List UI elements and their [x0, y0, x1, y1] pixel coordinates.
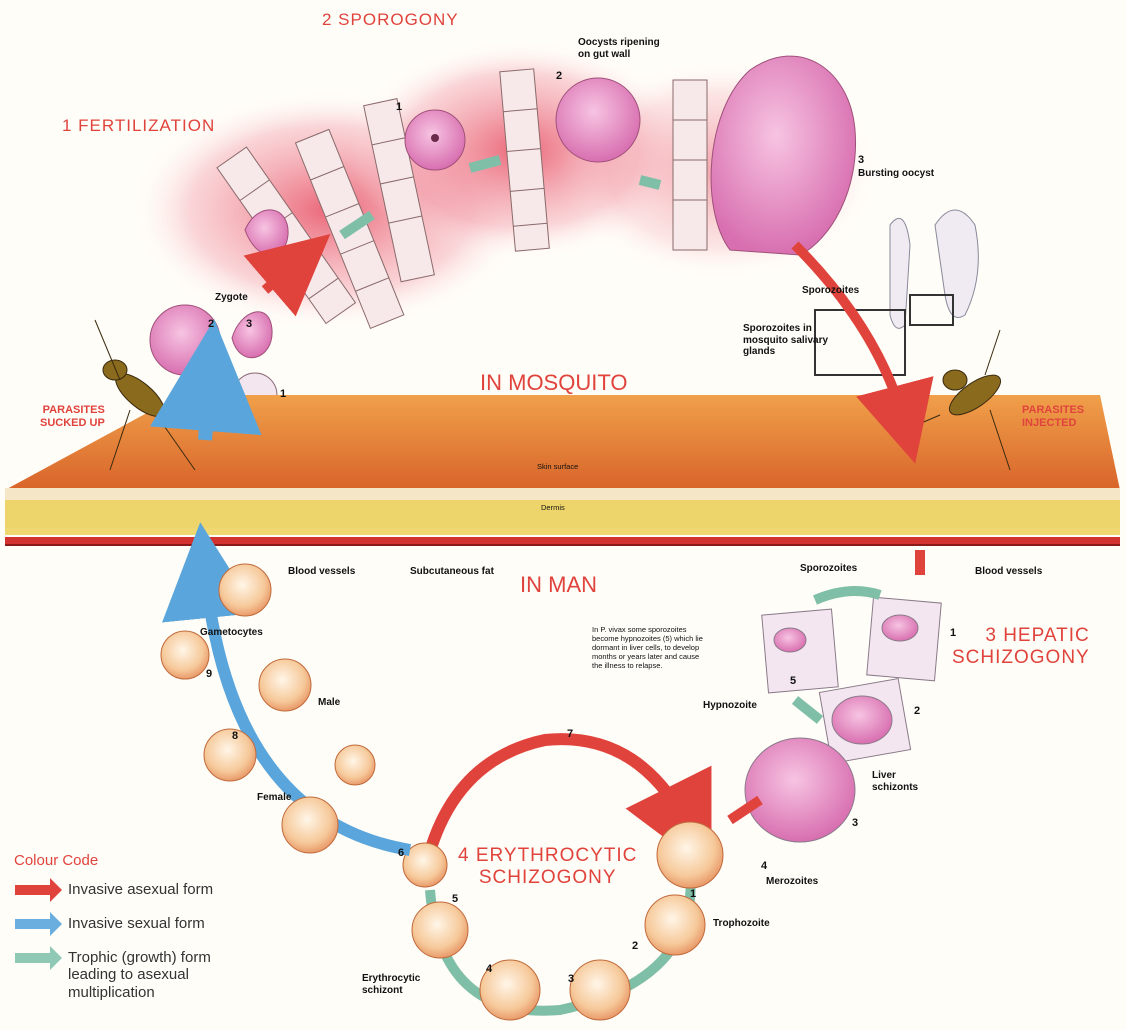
label-parasites-injected: PARASITES INJECTED	[1022, 404, 1084, 429]
num-hep-5: 5	[790, 675, 796, 688]
label-merozoites: Merozoites	[766, 876, 818, 888]
legend-title: Colour Code	[14, 852, 98, 869]
label-zygote: Zygote	[215, 292, 248, 304]
label-erythrocytic-schizont: Erythrocytic schizont	[362, 973, 420, 996]
label-oocysts-ripening: Oocysts ripening on gut wall	[578, 37, 660, 60]
heading-fertilization: 1 FERTILIZATION	[62, 116, 215, 136]
num-ery-2: 2	[632, 940, 638, 953]
num-ery-6: 6	[398, 847, 404, 860]
label-gametocytes: Gametocytes	[200, 627, 263, 639]
label-blood-vessels-right: Blood vessels	[975, 566, 1042, 578]
num-hep-4: 4	[761, 860, 767, 873]
label-bursting-oocyst: Bursting oocyst	[858, 168, 934, 180]
label-liver-schizonts: Liver schizonts	[872, 770, 918, 793]
label-hypnozoite: Hypnozoite	[703, 700, 757, 712]
num-ery-4: 4	[486, 963, 492, 976]
label-hypnozoite-note: In P. vivax some sporozoites become hypn…	[592, 625, 703, 670]
legend-item-asexual: Invasive asexual form	[68, 881, 213, 898]
num-fert-1: 1	[280, 388, 286, 401]
label-subcutaneous-fat: Subcutaneous fat	[410, 566, 494, 578]
heading-sporogony: 2 SPOROGONY	[322, 10, 459, 30]
num-ery-3: 3	[568, 973, 574, 986]
num-hep-2: 2	[914, 705, 920, 718]
num-ery-1: 1	[690, 888, 696, 901]
label-dermis: Dermis	[541, 503, 565, 512]
label-female: Female	[257, 792, 291, 804]
num-fert-3: 3	[246, 318, 252, 331]
heading-erythrocytic-schizogony: 4 ERYTHROCYTIC SCHIZOGONY	[458, 845, 637, 889]
gametocytes	[161, 564, 410, 853]
num-ery-5: 5	[452, 893, 458, 906]
label-male: Male	[318, 697, 340, 709]
heading-in-man: IN MAN	[520, 572, 597, 597]
heading-hepatic-schizogony: 3 HEPATIC SCHIZOGONY	[952, 625, 1090, 669]
label-trophozoite: Trophozoite	[713, 918, 770, 930]
num-ery-7: 7	[567, 728, 573, 741]
label-sporozoites-liver: Sporozoites	[800, 563, 857, 575]
label-parasites-sucked-up: PARASITES SUCKED UP	[40, 404, 105, 429]
num-spor-2: 2	[556, 70, 562, 83]
num-fert-2: 2	[208, 318, 214, 331]
label-blood-vessels-left: Blood vessels	[288, 566, 355, 578]
heading-in-mosquito: IN MOSQUITO	[480, 370, 628, 395]
num-hep-1: 1	[950, 627, 956, 640]
liver-cells	[730, 591, 941, 842]
num-hep-3: 3	[852, 817, 858, 830]
legend-item-trophic: Trophic (growth) form leading to asexual…	[68, 949, 211, 1001]
num-spor-3: 3	[858, 154, 864, 167]
num-gam-9: 9	[206, 668, 212, 681]
num-spor-1: 1	[396, 101, 402, 114]
label-skin-surface: Skin surface	[537, 462, 578, 471]
label-sporozoites: Sporozoites	[802, 285, 859, 297]
legend-item-sexual: Invasive sexual form	[68, 915, 205, 932]
legend-swatches	[15, 878, 62, 970]
num-gam-8: 8	[232, 730, 238, 743]
label-sporozoites-in-glands: Sporozoites in mosquito salivary glands	[743, 323, 828, 358]
